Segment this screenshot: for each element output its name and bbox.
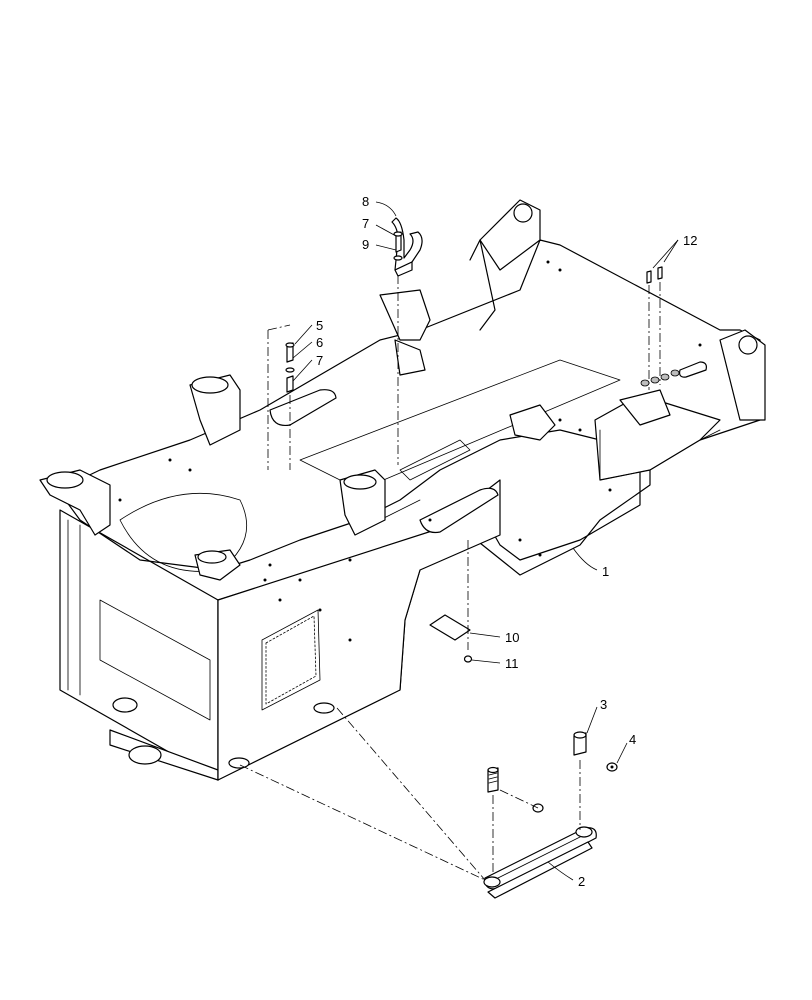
callouts: 1 2 3 4 5 6 7 7 8 9 10 11 12 — [316, 194, 697, 889]
callout-10: 10 — [505, 630, 519, 645]
callout-1: 1 — [602, 564, 609, 579]
fastener-set-right — [646, 266, 663, 284]
callout-7-top: 7 — [362, 216, 369, 231]
front-left-plate — [59, 509, 219, 781]
callout-4: 4 — [629, 732, 636, 747]
link-arm — [483, 826, 597, 899]
callout-8: 8 — [362, 194, 369, 209]
callout-12: 12 — [683, 233, 697, 248]
callout-9: 9 — [362, 237, 369, 252]
callout-5: 5 — [316, 318, 323, 333]
mounting-holes — [640, 361, 707, 387]
cover-screw — [463, 655, 473, 663]
callout-11: 11 — [505, 656, 519, 671]
callout-3: 3 — [600, 697, 607, 712]
leader-lines — [292, 201, 679, 881]
callout-2: 2 — [578, 874, 585, 889]
center-lines — [239, 275, 661, 881]
main-frame — [39, 199, 766, 781]
inspection-window — [261, 609, 321, 711]
cover-plate — [429, 614, 471, 641]
fastener-stack-top — [393, 231, 403, 261]
frame-fasteners — [118, 260, 702, 642]
washer — [606, 762, 618, 772]
pin — [573, 731, 587, 756]
callout-7-left: 7 — [316, 353, 323, 368]
callout-6: 6 — [316, 335, 323, 350]
fastener-stack-left — [285, 342, 295, 393]
lower-bolt — [487, 766, 544, 813]
